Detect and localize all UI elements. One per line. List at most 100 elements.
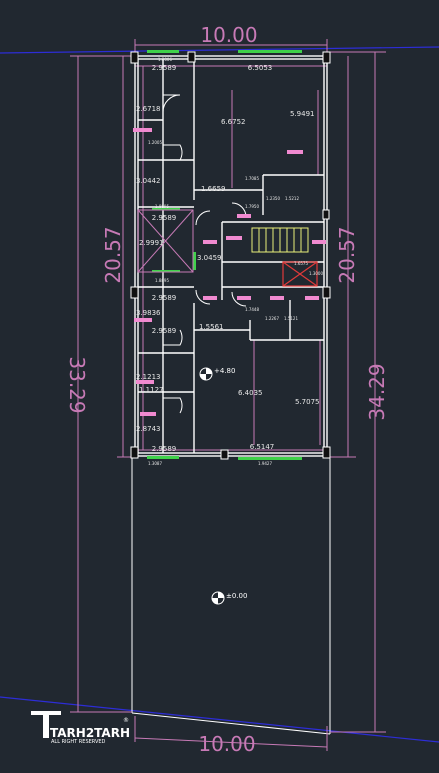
level-marker-upper: +4.80 [199, 367, 235, 381]
window [147, 50, 179, 53]
small-label: 1.8895 [155, 278, 169, 283]
dimension-bottom-left-span: 2.9589 [152, 445, 177, 453]
small-label: 1.2006 [158, 57, 172, 62]
marker [270, 296, 284, 300]
dimension-top-right-span: 6.5053 [248, 64, 273, 72]
column [187, 51, 196, 63]
small-label: 1.2350 [266, 196, 280, 201]
site-boundary [131, 458, 331, 735]
dimension-right-overall: 34.29 [365, 363, 389, 420]
small-label: 1.3000 [309, 271, 323, 276]
watermark-brand: TARH2TARH [50, 726, 130, 740]
watermark-registered: ® [123, 717, 129, 724]
door-swing [231, 291, 247, 307]
column [322, 51, 331, 64]
small-label: 1.2267 [265, 316, 279, 321]
dimension-left-room-3: 2.9991 [139, 239, 164, 247]
dimension-core-width-top: 1.6659 [201, 185, 226, 193]
window [152, 270, 180, 272]
dimension-markers [133, 128, 326, 416]
dimension-bottom-right-span: 6.5147 [250, 443, 275, 451]
marker [312, 240, 326, 244]
marker [237, 296, 251, 300]
window [238, 50, 302, 53]
small-label: 1.7448 [245, 307, 259, 312]
small-label: 1.2005 [148, 140, 162, 145]
dimension-top-left-span: 2.9589 [152, 64, 177, 72]
small-label: 1.7950 [245, 204, 259, 209]
watermark: TARH2TARH ALL RIGHT RESERVED ® [31, 711, 130, 745]
service-shaft [282, 261, 318, 287]
small-label: 1.9427 [258, 461, 272, 466]
dimension-lines [70, 39, 386, 751]
column [130, 286, 139, 299]
marker [203, 296, 217, 300]
small-label: 1.7085 [245, 176, 259, 181]
door-swing [195, 210, 211, 226]
elevator-shaft [137, 209, 194, 273]
bottom-reference-line [0, 696, 439, 743]
staircase [251, 227, 309, 253]
reference-lines [0, 46, 439, 743]
marker [134, 318, 152, 322]
top-reference-line [0, 46, 439, 54]
doors [162, 94, 247, 414]
level-marker-lower: ±0.00 [211, 591, 247, 605]
dimension-left-room-7: 2.8743 [136, 425, 161, 433]
marker [136, 380, 154, 384]
marker [203, 240, 217, 244]
column [220, 449, 229, 460]
marker [287, 150, 303, 154]
window [193, 252, 196, 270]
dimension-left-room-6: 1.1127 [139, 386, 164, 394]
marker [237, 214, 251, 218]
dimension-room-height-top-right: 5.9491 [290, 110, 315, 118]
window [152, 208, 180, 210]
dimension-left-room-1: 2.6718 [136, 105, 161, 113]
door-swing [163, 144, 183, 161]
dimension-room-height-bottom-right: 5.7075 [295, 398, 320, 406]
dimension-right-building: 20.57 [335, 226, 359, 283]
column [322, 209, 330, 220]
level-label-lower: ±0.00 [226, 592, 247, 600]
columns [130, 51, 331, 460]
door-swing [162, 94, 181, 113]
small-label: 1.6575 [294, 261, 308, 266]
small-label: 1.3087 [148, 461, 162, 466]
marker [226, 236, 242, 240]
level-label-upper: +4.80 [214, 367, 235, 375]
dimension-mid-span-1: 2.9589 [152, 214, 177, 222]
dimension-left-room-2: 3.0442 [136, 177, 161, 185]
small-label: 1.8895 [155, 204, 169, 209]
dimension-room-height-top: 6.6752 [221, 118, 246, 126]
column [130, 51, 139, 64]
door-swing [163, 397, 183, 414]
dimension-left-overall: 33.29 [65, 356, 89, 413]
column [322, 446, 331, 459]
dimension-room-height-bottom: 6.4035 [238, 389, 263, 397]
window [147, 456, 179, 459]
door-swing [195, 289, 211, 305]
dimension-left-room-5: 2.1213 [136, 373, 161, 381]
dimension-left-room-4: 3.9836 [136, 309, 161, 317]
dimension-mid-span-3: 2.9589 [152, 327, 177, 335]
small-label: 1.5212 [285, 196, 299, 201]
door-swing [163, 329, 183, 346]
column [130, 446, 139, 459]
column [322, 286, 331, 299]
dimension-top-overall: 10.00 [200, 23, 257, 47]
marker [133, 128, 152, 132]
dimension-core-depth: 3.0459 [197, 254, 222, 262]
dimension-mid-span-2: 2.9589 [152, 294, 177, 302]
dimension-bottom-overall: 10.00 [198, 732, 255, 756]
watermark-tagline: ALL RIGHT RESERVED [51, 739, 106, 745]
window [238, 457, 302, 460]
windows [147, 50, 302, 460]
marker [305, 296, 319, 300]
small-label: 1.5121 [284, 316, 298, 321]
dimension-left-building: 20.57 [101, 226, 125, 283]
dimension-core-width-bottom: 1.5561 [199, 323, 224, 331]
logo-column-icon [31, 711, 61, 715]
marker [140, 412, 156, 416]
